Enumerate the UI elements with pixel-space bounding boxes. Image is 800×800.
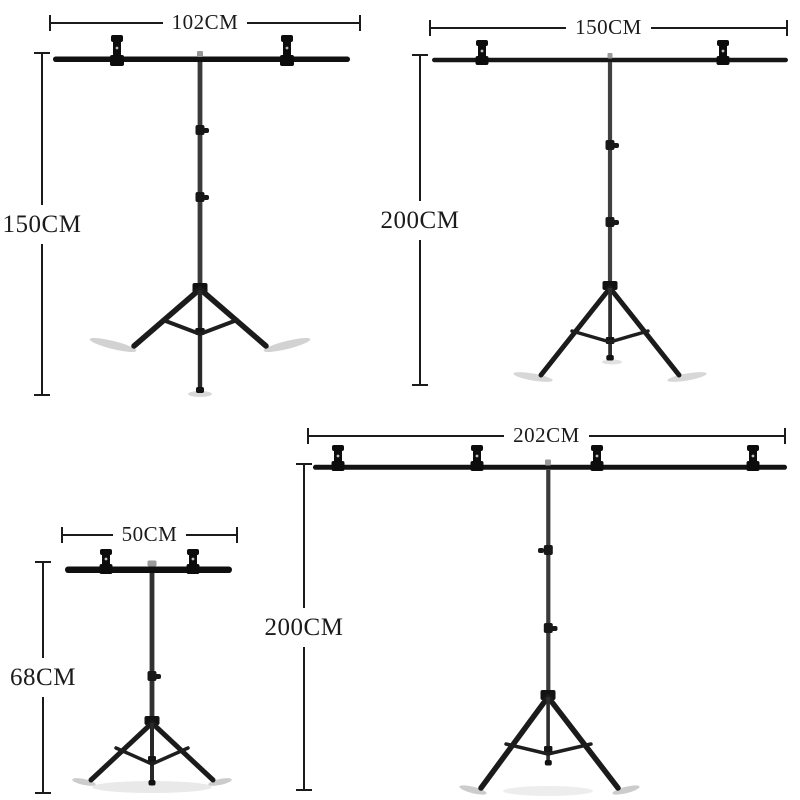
dimension-line [42,563,44,658]
dimension-end-tick [61,527,63,543]
height-label-bottom-right: 200CM [264,613,344,641]
dimension-line [51,22,163,24]
dimension-end-tick [296,463,312,465]
center-pole [147,573,161,719]
backdrop-clamp-icon [590,445,604,471]
crossbar [65,560,232,573]
backdrop-clamp-icon [716,40,730,65]
height-dimension-top-left: 150CM [0,52,87,396]
center-screw [147,560,157,567]
dimension-line [247,22,359,24]
dimension-line [650,27,786,29]
backdrop-clamp-icon [110,35,124,66]
center-pole [538,470,558,694]
dimension-line [303,465,305,608]
width-dimension-top-left: 102CM [49,9,361,34]
dimension-line [419,239,421,384]
center-pole [605,62,619,283]
dimension-line [63,534,113,536]
backdrop-clamp-icon [186,549,200,574]
backdrop-clamp-icon [470,445,484,471]
width-label-top-right: 150CM [575,14,642,39]
dimension-end-tick [412,54,428,56]
dimension-end-tick [34,394,50,396]
dimension-end-tick [786,20,788,36]
width-label-bottom-right: 202CM [513,422,580,447]
dimension-end-tick [429,20,431,36]
width-dimension-bottom-right: 202CM [307,422,786,447]
shadow [459,785,640,796]
dimension-line [303,646,305,789]
dimension-end-tick [296,789,312,791]
crossbar [53,51,350,62]
shadow [89,338,311,397]
stand-bottom-left [65,549,232,793]
dimension-end-tick [307,428,309,444]
crossbar [432,53,788,63]
stand-top-left [53,35,350,397]
backdrop-clamp-icon [331,445,345,471]
dimension-end-tick [784,428,786,444]
crossbar [313,459,787,470]
backdrop-clamp-icon [280,35,294,66]
stand-top-right [432,40,788,382]
center-screw [197,51,203,57]
tripod-base [478,690,621,791]
dimension-end-tick [35,561,51,563]
width-dimension-bottom-left: 50CM [61,521,238,546]
backdrop-clamp-icon [475,40,489,65]
height-dimension-bottom-right: 200CM [259,463,349,791]
height-label-top-left: 150CM [2,210,82,238]
dimension-line [41,243,43,394]
dimension-line [41,54,43,205]
shadow [72,778,232,793]
height-label-top-right: 200CM [380,206,460,234]
center-pole [195,62,209,290]
width-label-top-left: 102CM [171,9,239,34]
dimension-end-tick [49,15,51,31]
dimension-line [419,56,421,201]
width-label-bottom-left: 50CM [121,521,178,546]
height-dimension-top-right: 200CM [375,54,465,386]
shadow [513,359,707,382]
height-dimension-bottom-left: 68CM [0,561,88,794]
dimension-line [588,435,784,437]
dimension-end-tick [412,384,428,386]
width-dimension-top-right: 150CM [429,14,788,39]
stand-bottom-right [313,445,787,796]
dimension-end-tick [236,527,238,543]
dimension-end-tick [34,52,50,54]
dimension-line [42,697,44,792]
dimension-line [309,435,505,437]
dimension-end-tick [35,792,51,794]
tripod-base [538,281,682,378]
height-label-bottom-left: 68CM [10,664,76,691]
center-screw [545,459,551,466]
backdrop-clamp-icon [746,445,760,471]
tripod-base [131,283,269,393]
backdrop-clamp-icon [99,549,113,574]
center-screw [607,53,613,59]
dimension-line [186,534,236,536]
dimension-line [431,27,567,29]
tripod-base [88,716,216,786]
dimension-end-tick [359,15,361,31]
